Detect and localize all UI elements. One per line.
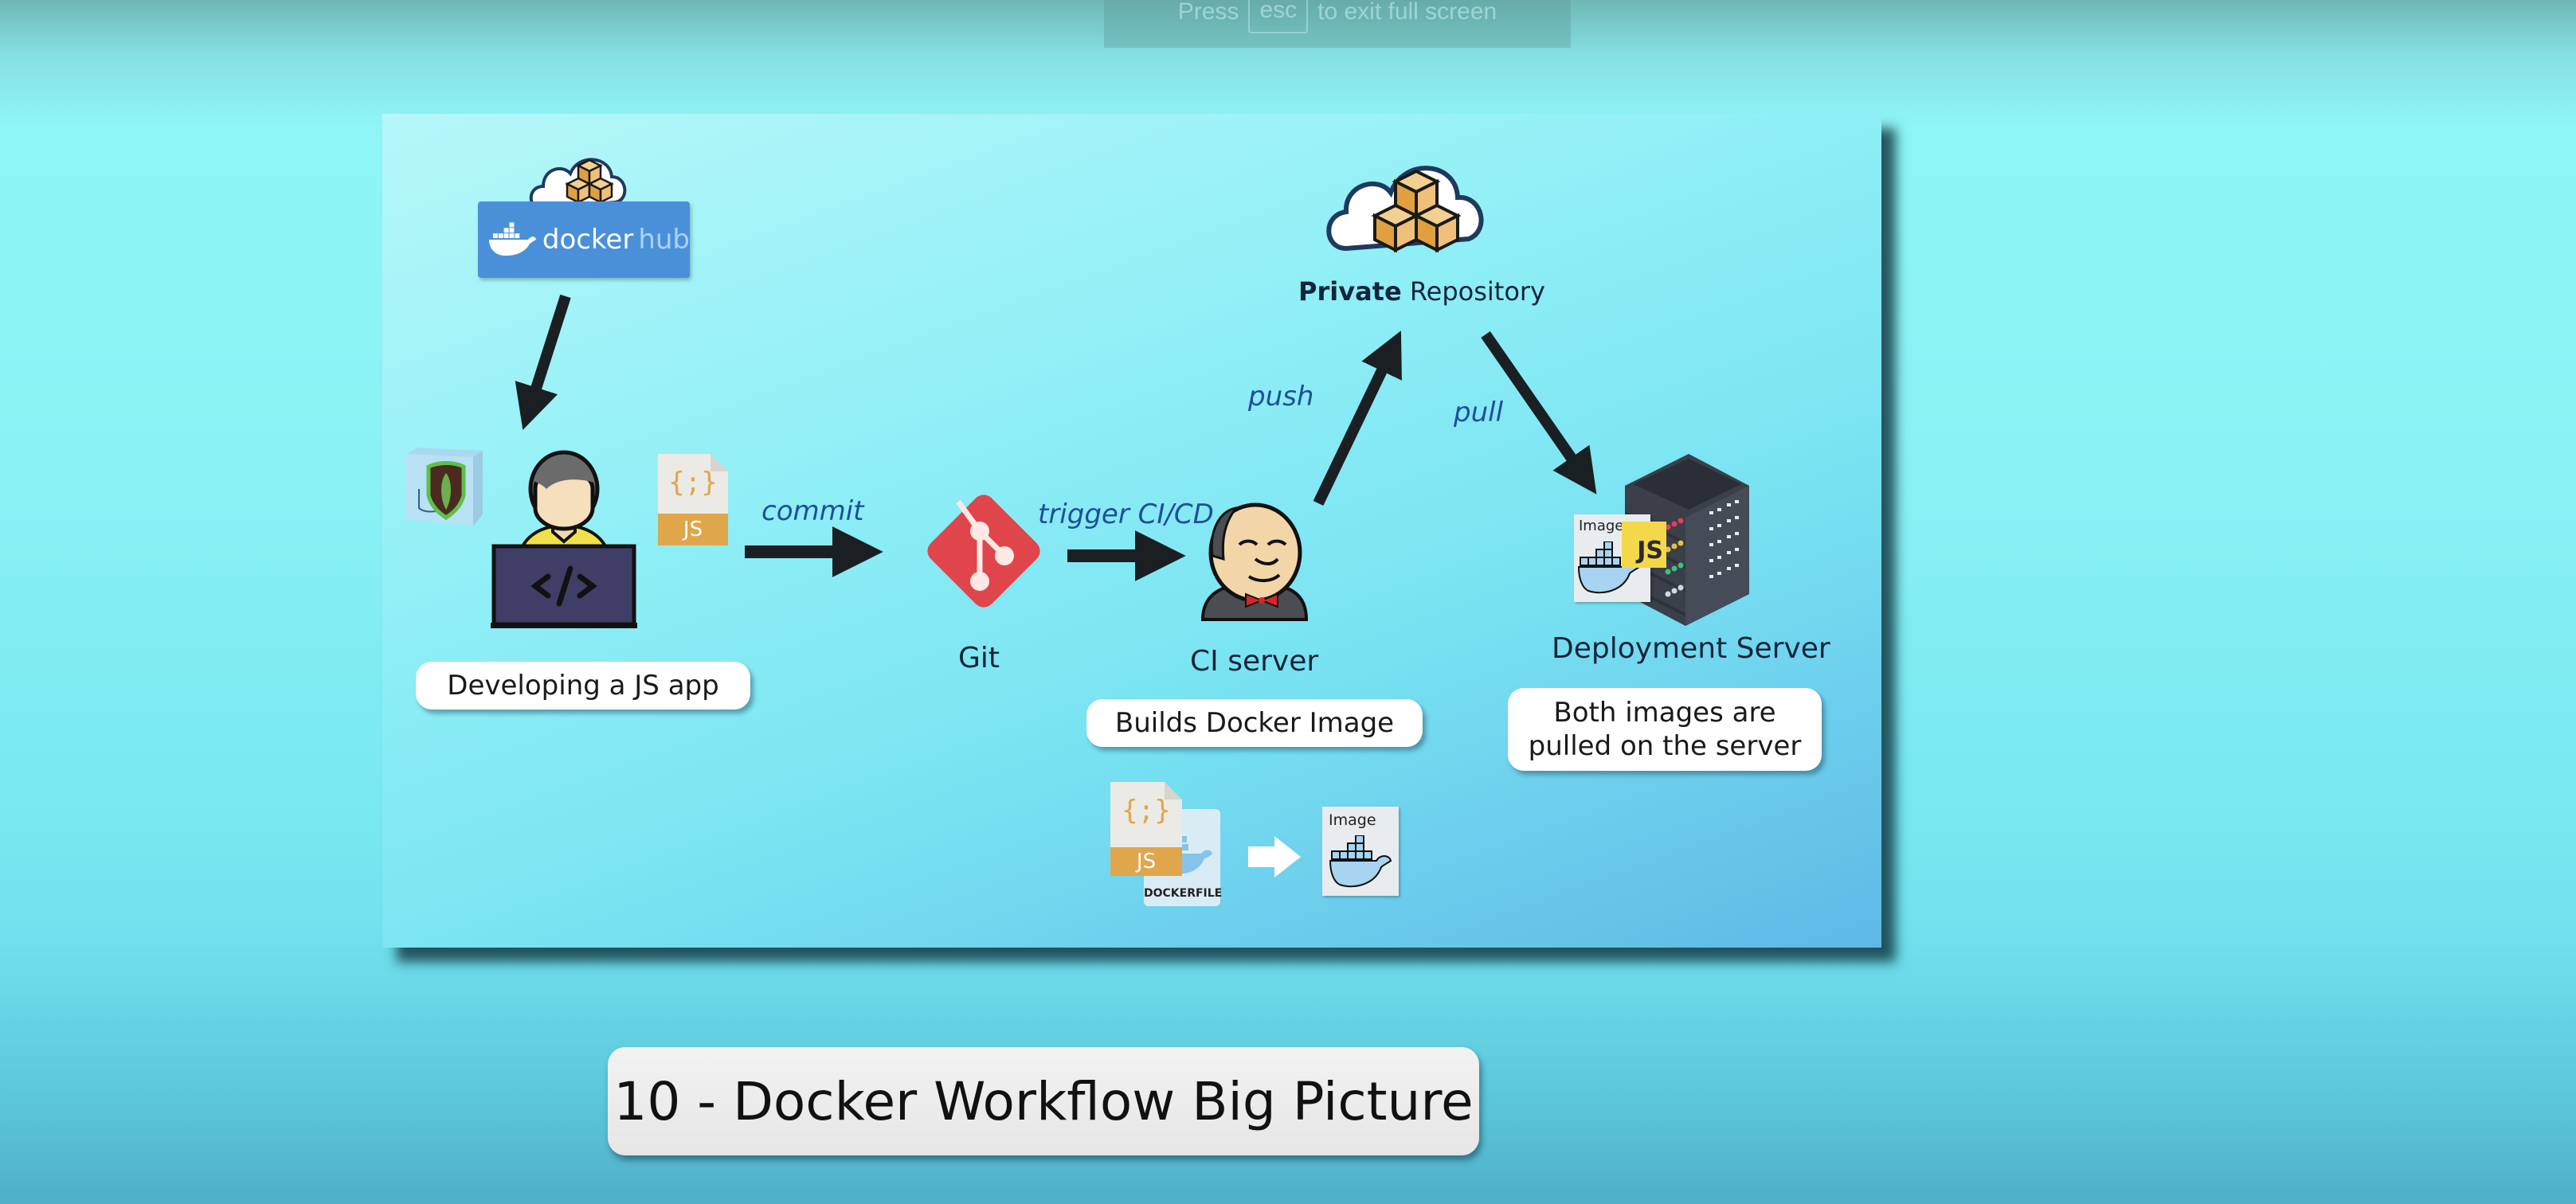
js-file-icon: {;} JS [658, 454, 728, 545]
deployed-image-label: Image [1579, 518, 1624, 534]
deployment-caption-line1: Both images are [1553, 696, 1776, 729]
build-js-badge: JS [1110, 847, 1182, 876]
dockerhub-text-secondary: hub [638, 224, 690, 256]
mongodb-container-icon [406, 448, 483, 526]
docker-image-icon: Image [1322, 807, 1399, 896]
build-js-symbol: {;} [1122, 795, 1171, 827]
server-status-lights [1665, 518, 1684, 597]
private-repo-label-bold: Private [1298, 276, 1402, 307]
private-repo-cloud-icon [1326, 166, 1484, 253]
deployed-image-icon: Image [1574, 514, 1650, 602]
docker-whale-icon [1329, 835, 1392, 888]
git-icon [927, 494, 1040, 608]
server-rack-icon [1625, 454, 1749, 626]
deployment-server-caption: Both images are pulled on the server [1508, 688, 1822, 771]
deployment-server-label: Deployment Server [1552, 632, 1830, 665]
fullscreen-notice-prefix: Press [1177, 0, 1239, 25]
developer-laptop-icon [491, 450, 637, 628]
docker-whale-icon [1577, 541, 1641, 594]
image-label: Image [1329, 811, 1376, 829]
arrow-push [1313, 330, 1402, 506]
developer-caption: Developing a JS app [416, 662, 750, 710]
dockerfile-label: DOCKERFILE [1144, 887, 1223, 900]
private-repo-label: Private Repository [1298, 276, 1545, 307]
fullscreen-notice-suffix: to exit full screen [1317, 0, 1497, 25]
js-file-symbol: {;} [668, 467, 718, 498]
arrow-dockerhub-to-dev [515, 294, 571, 431]
docker-whale-icon [488, 222, 536, 256]
private-repo-label-rest: Repository [1409, 276, 1545, 307]
edge-label-trigger: trigger CI/CD [1038, 498, 1214, 530]
lecture-title: 10 - Docker Workflow Big Picture [608, 1047, 1479, 1155]
deployment-caption-line2: pulled on the server [1528, 730, 1802, 762]
arrow-pull [1481, 331, 1597, 494]
jenkins-icon [1200, 502, 1309, 621]
dockerhub-text-primary: docker [542, 224, 634, 256]
build-js-file-icon: {;} JS [1110, 782, 1182, 876]
edge-label-commit: commit [761, 495, 864, 527]
js-and-dockerfile-group: DOCKERFILE {;} JS [1107, 782, 1227, 908]
ci-server-caption: Builds Docker Image [1086, 699, 1423, 747]
git-label: Git [958, 642, 1000, 674]
js-badge-icon: JS [1622, 522, 1666, 568]
build-arrow [1248, 836, 1301, 878]
edge-label-push: push [1248, 381, 1314, 412]
esc-key-hint: esc [1248, 0, 1309, 33]
dockerhub-cloud-icon [529, 158, 627, 211]
js-file-badge: JS [658, 514, 728, 545]
dockerhub-logo: docker hub [478, 201, 690, 278]
edge-label-pull: pull [1454, 397, 1504, 428]
fullscreen-notice: Press esc to exit full screen [1104, 0, 1571, 48]
ci-server-label: CI server [1190, 645, 1319, 678]
